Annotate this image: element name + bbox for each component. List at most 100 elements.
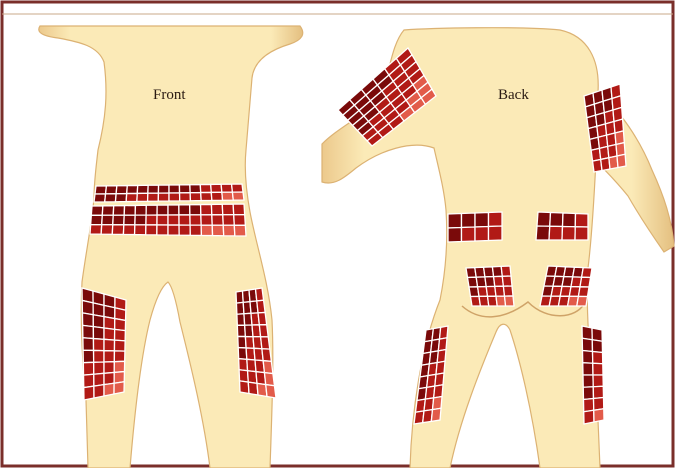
patch-cell (238, 348, 247, 360)
patch-cell (113, 215, 124, 225)
patch-cell (146, 205, 157, 215)
back-buttock-right-patch (540, 266, 592, 306)
patch-cell (536, 226, 550, 240)
patch-cell (168, 205, 179, 215)
patch-cell (223, 225, 235, 236)
patch-cell (106, 186, 117, 194)
patch-cell (580, 277, 591, 287)
patch-cell (582, 326, 592, 340)
patch-cell (550, 213, 563, 227)
patch-cell (549, 226, 563, 240)
patch-cell (211, 204, 222, 215)
patch-cell (158, 185, 169, 193)
patch-cell (102, 215, 114, 225)
patch-cell (211, 184, 222, 192)
patch-cell (257, 300, 265, 313)
patch-cell (462, 227, 476, 242)
patch-cell (594, 409, 604, 422)
patch-cell (190, 185, 201, 193)
patch-cell (115, 194, 126, 202)
patch-cell (115, 329, 126, 341)
patch-cell (501, 266, 511, 276)
patch-cell (91, 215, 103, 224)
patch-cell (575, 214, 588, 228)
patch-cell (232, 184, 243, 192)
patch-cell (448, 214, 462, 229)
patch-cell (475, 213, 489, 228)
patch-cell (583, 387, 593, 400)
patch-cell (168, 225, 179, 235)
patch-cell (503, 286, 513, 296)
patch-cell (475, 227, 489, 242)
patch-cell (84, 374, 94, 387)
patch-cell (146, 225, 157, 235)
patch-cell (435, 373, 444, 386)
patch-cell (223, 215, 235, 226)
patch-cell (448, 228, 462, 243)
patch-cell (127, 185, 138, 193)
patch-cell (135, 205, 146, 215)
patch-cell (593, 375, 603, 387)
patch-cell (104, 362, 114, 374)
patch-cell (578, 287, 589, 297)
patch-cell (222, 204, 233, 215)
patch-cell (135, 225, 146, 235)
patch-cell (157, 225, 168, 235)
patch-cell (201, 192, 212, 200)
patch-cell (83, 325, 94, 338)
patch-cell (233, 204, 245, 215)
patch-cell (234, 225, 246, 236)
patch-cell (575, 227, 588, 240)
patch-cell (104, 328, 115, 340)
patch-cell (234, 215, 246, 226)
patch-cell (104, 317, 115, 330)
patch-cell (114, 351, 125, 362)
patch-cell (93, 339, 104, 351)
patch-cell (221, 184, 232, 192)
patch-cell (104, 383, 114, 396)
patch-cell (436, 361, 445, 374)
patch-cell (434, 385, 443, 398)
patch-cell (239, 370, 248, 382)
patch-cell (502, 276, 512, 286)
patch-cell (562, 227, 575, 241)
patch-cell (190, 205, 201, 215)
patch-cell (212, 225, 224, 236)
patch-cell (617, 154, 626, 167)
patch-cell (200, 184, 211, 192)
patch-cell (582, 338, 592, 351)
front-hip-band-patch (90, 204, 246, 236)
patch-cell (115, 319, 126, 331)
patch-cell (114, 361, 124, 372)
patch-cell (190, 215, 201, 225)
front-waist-band-patch (94, 184, 244, 202)
patch-cell (179, 205, 190, 215)
patch-cell (256, 288, 264, 301)
patch-cell (93, 327, 104, 340)
patch-cell (168, 215, 179, 225)
patch-cell (157, 205, 168, 215)
patch-cell (124, 205, 135, 215)
patch-cell (94, 194, 106, 202)
patch-cell (592, 328, 602, 341)
patch-cell (135, 215, 146, 225)
patch-cell (82, 313, 93, 327)
patch-cell (261, 337, 270, 349)
patch-cell (124, 215, 135, 225)
patch-cell (438, 338, 447, 351)
patch-cell (212, 215, 223, 225)
patch-cell (83, 350, 94, 362)
patch-cell (180, 193, 191, 201)
patch-cell (577, 296, 588, 306)
patch-cell (116, 186, 127, 194)
patch-cell (584, 410, 594, 424)
patch-cell (93, 315, 104, 328)
patch-cell (593, 352, 603, 364)
patch-cell (505, 296, 515, 306)
patch-cell (148, 185, 159, 193)
patch-cell (592, 340, 602, 353)
patch-cell (537, 212, 551, 226)
patch-cell (91, 206, 103, 215)
patch-cell (112, 225, 124, 235)
